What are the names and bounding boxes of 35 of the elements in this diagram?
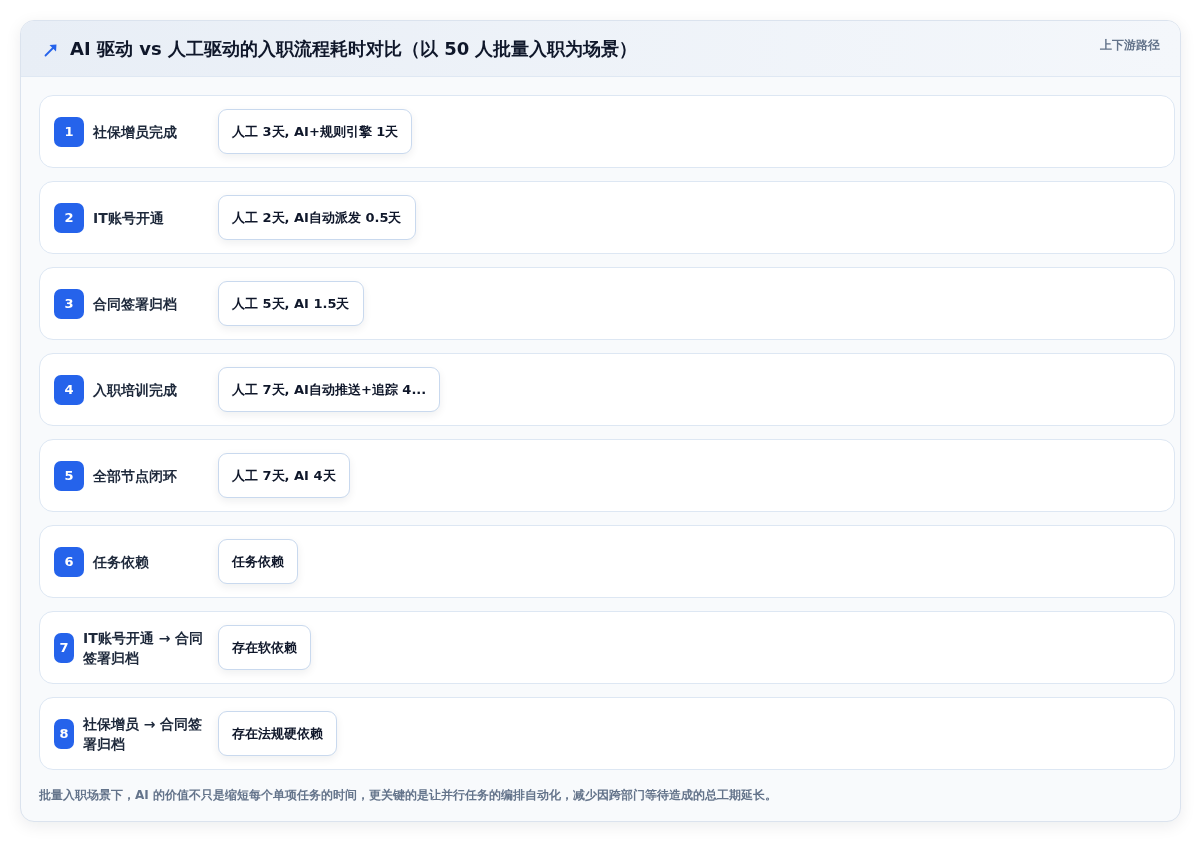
step-row [39, 611, 1175, 684]
duration-tag: 人工 2天, AI自动派发 0.5天 [218, 195, 416, 240]
step-label: 社保增员 → 合同签署归档 [83, 714, 204, 754]
duration-tag: 存在法规硬依赖 [218, 711, 337, 756]
caption-text: 批量入职场景下，AI 的价值不只是缩短每个单项任务的时间，更关键的是让并行任务的编排自动化，减少因跨部门等待造成的总工期延长。 [39, 787, 777, 803]
duration-tag: 人工 7天, AI 4天 [218, 453, 350, 498]
step-label: 全部节点闭环 [93, 466, 178, 486]
step-row [39, 95, 1175, 168]
step-row [39, 353, 1175, 426]
step-number-badge: 5 [54, 460, 84, 491]
step-row [39, 525, 1175, 598]
step-number-badge: 4 [54, 374, 84, 405]
step-label: 合同签署归档 [93, 294, 178, 314]
duration-tag: 人工 5天, AI 1.5天 [218, 281, 364, 326]
step-label: 入职培训完成 [93, 380, 178, 400]
step-row [39, 439, 1175, 512]
step-label: 任务依赖 [93, 552, 150, 572]
step-number-badge: 7 [54, 632, 74, 663]
diagram-title: AI 驱动 vs 人工驱动的入职流程耗时对比（以 50 人批量入职为场景） [70, 37, 638, 61]
step-number-badge: 6 [54, 546, 84, 577]
duration-tag: 人工 7天, AI自动推送+追踪 4... [218, 367, 441, 412]
header-note: 上下游路径 [1100, 37, 1160, 53]
step-number-badge: 2 [54, 202, 84, 233]
step-row [39, 697, 1175, 770]
step-row [39, 181, 1175, 254]
duration-tag: 人工 3天, AI+规则引擎 1天 [218, 109, 413, 154]
step-number-badge: 3 [54, 288, 84, 319]
step-row [39, 267, 1175, 340]
duration-tag: 任务依赖 [218, 539, 298, 584]
step-number-badge: 8 [54, 718, 74, 749]
duration-tag: 存在软依赖 [218, 625, 311, 670]
step-label: 社保增员完成 [93, 122, 178, 142]
step-label: IT账号开通 [93, 208, 165, 228]
step-number-badge: 1 [54, 116, 84, 147]
step-label: IT账号开通 → 合同签署归档 [83, 628, 205, 668]
